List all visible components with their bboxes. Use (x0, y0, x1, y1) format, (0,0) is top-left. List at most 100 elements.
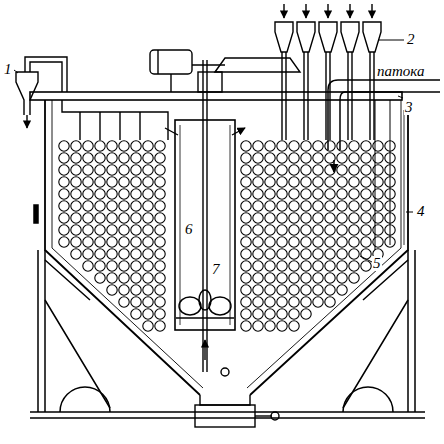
callout-number: 4 (416, 204, 426, 219)
coil-turn (107, 177, 117, 187)
coil-turn (107, 213, 117, 223)
coil-turn (59, 225, 69, 235)
coil-turn (361, 225, 371, 235)
coil-turn (59, 201, 69, 211)
coil-turn (349, 189, 359, 199)
coil-turn (241, 237, 251, 247)
coil-turn (325, 249, 335, 259)
coil-turn (313, 153, 323, 163)
coil-turn (289, 141, 299, 151)
coil-turn (253, 201, 263, 211)
coil-turn (277, 153, 287, 163)
coil-turn (277, 201, 287, 211)
coil-turn (385, 225, 395, 235)
coil-turn (155, 201, 165, 211)
coil-turn (301, 285, 311, 295)
coil-turn (289, 225, 299, 235)
coil-turn (313, 285, 323, 295)
coil-turn (119, 141, 129, 151)
water-cyclones (275, 4, 381, 140)
coil-turn (107, 237, 117, 247)
coil-turn (289, 237, 299, 247)
coil-turn (361, 141, 371, 151)
coil-turn (71, 189, 81, 199)
coil-turn (301, 165, 311, 175)
coil-turn (155, 297, 165, 307)
coil-turn (277, 261, 287, 271)
coil-turn (107, 153, 117, 163)
coil-turn (337, 177, 347, 187)
cyclone (319, 4, 337, 140)
coil-turn (131, 309, 141, 319)
coil-turn (241, 309, 251, 319)
coil-turn (349, 261, 359, 271)
coil-turn (301, 225, 311, 235)
coil-turn (349, 273, 359, 283)
coil-turn (143, 237, 153, 247)
coil-turn (385, 165, 395, 175)
coil-turn (301, 309, 311, 319)
coil-turn (277, 285, 287, 295)
vessel-shell (45, 100, 408, 395)
coil-turn (241, 201, 251, 211)
coil-turn (325, 237, 335, 247)
coil-turn (313, 213, 323, 223)
coil-turn (95, 213, 105, 223)
coil-turn (143, 165, 153, 175)
coil-turn (301, 297, 311, 307)
coil-turn (253, 309, 263, 319)
coil-turn (241, 285, 251, 295)
coil-turn (361, 165, 371, 175)
coil-turn (373, 225, 383, 235)
coil-turn (71, 201, 81, 211)
flow-label: патока (376, 64, 425, 79)
coil-turn (337, 189, 347, 199)
coil-turn (131, 225, 141, 235)
coil-turn (71, 249, 81, 259)
callout-number: 6 (184, 222, 194, 237)
coil-turn (253, 249, 263, 259)
coil-turn (95, 261, 105, 271)
coil-turn (301, 213, 311, 223)
coil-turn (241, 165, 251, 175)
coil-turn (241, 213, 251, 223)
coil-turn (301, 273, 311, 283)
coil-turn (265, 309, 275, 319)
coil-turn (301, 153, 311, 163)
syrup-pipe (328, 80, 442, 172)
coil-turn (95, 225, 105, 235)
coil-turn (241, 273, 251, 283)
coil-turn (155, 285, 165, 295)
coil-turn (143, 285, 153, 295)
coil-turn (95, 189, 105, 199)
coil-turn (289, 297, 299, 307)
coil-turn (131, 189, 141, 199)
coil-turn (289, 309, 299, 319)
coil-turn (277, 249, 287, 259)
coil-turn (325, 225, 335, 235)
coil-turn (253, 297, 263, 307)
coil-turn (131, 213, 141, 223)
coil-turn (241, 177, 251, 187)
coil-turn (301, 177, 311, 187)
coil-turn (143, 261, 153, 271)
coil-turn (131, 177, 141, 187)
coil-turn (95, 177, 105, 187)
coil-turn (265, 321, 275, 331)
coil-turn (265, 141, 275, 151)
coil-turn (83, 141, 93, 151)
coil-turn (143, 189, 153, 199)
coil-turn (349, 213, 359, 223)
coil-turn (119, 225, 129, 235)
coil-turn (349, 225, 359, 235)
coil-turn (373, 177, 383, 187)
drive-motor (150, 50, 300, 92)
coil-turn (83, 201, 93, 211)
coil-turn (107, 141, 117, 151)
coil-turn (241, 321, 251, 331)
coil-turn (107, 249, 117, 259)
coil-turn (71, 213, 81, 223)
coil-turn (83, 261, 93, 271)
coil-turn (131, 249, 141, 259)
